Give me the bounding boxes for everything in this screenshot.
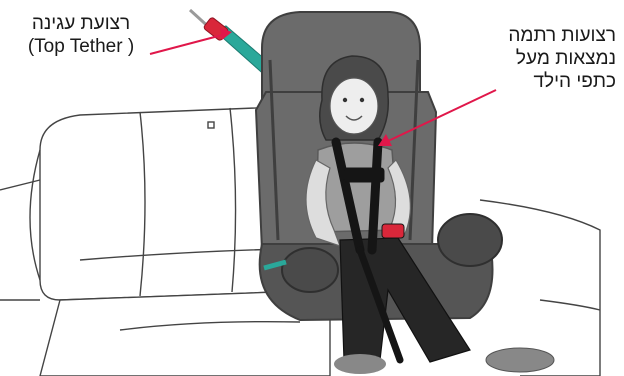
- harness-label-line2: נמצאות מעל: [508, 47, 616, 70]
- harness-label: רצועות רתמה נמצאות מעל כתפי הילד: [508, 24, 616, 93]
- harness-label-line1: רצועות רתמה: [508, 24, 616, 47]
- harness-label-line3: כתפי הילד: [508, 70, 616, 93]
- top-tether-label-line2: (Top Tether ): [6, 35, 156, 58]
- buckle: [382, 224, 404, 238]
- chest-clip: [344, 168, 384, 182]
- tether-arrow: [150, 34, 226, 54]
- child-face: [330, 78, 378, 134]
- top-tether-label-line1: רצועת עגינה: [6, 12, 156, 35]
- top-tether-label: רצועת עגינה (Top Tether ): [6, 12, 156, 58]
